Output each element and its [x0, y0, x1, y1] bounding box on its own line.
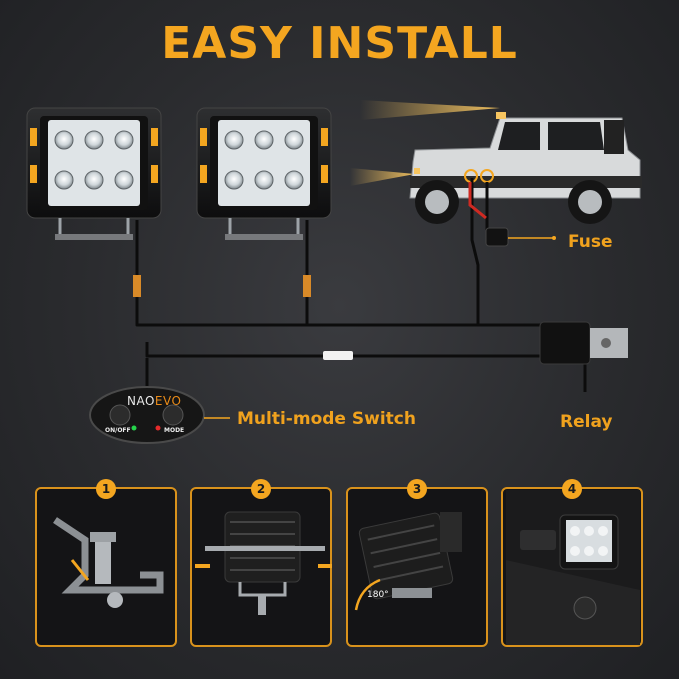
headlight-beam-lower	[350, 168, 415, 186]
step-4-badge: 4	[562, 479, 582, 499]
switch-label: Multi-mode Switch	[237, 409, 416, 429]
step-3-box	[346, 487, 488, 647]
rotation-label: 180°	[367, 590, 389, 600]
step-2-badge: 2	[251, 479, 271, 499]
fuse-label: Fuse	[568, 232, 613, 252]
switch-mode-text: MODE	[164, 427, 185, 434]
step-2-box	[190, 487, 332, 647]
step-1-badge: 1	[96, 479, 116, 499]
fuse-wire	[468, 182, 487, 220]
headlight-beam-upper	[360, 100, 500, 120]
multi-mode-switch	[89, 386, 205, 444]
page-title: EASY INSTALL	[161, 18, 518, 69]
step-3-badge: 3	[407, 479, 427, 499]
light-pod-left	[26, 107, 162, 240]
relay-box	[539, 321, 628, 365]
wiring-harness	[135, 178, 587, 392]
step-1-box	[35, 487, 177, 647]
light-pod-right	[196, 107, 332, 240]
step-4-box	[501, 487, 643, 647]
fuse-holder	[485, 227, 556, 247]
wire-connectors	[133, 275, 353, 360]
switch-brand-suffix: EVO	[154, 394, 182, 408]
switch-brand: NAOEVO	[127, 394, 181, 408]
switch-brand-prefix: NAO	[127, 394, 155, 408]
relay-label: Relay	[560, 412, 613, 432]
jeep-vehicle	[409, 112, 642, 224]
switch-onoff-text: ON/OFF	[105, 427, 131, 434]
